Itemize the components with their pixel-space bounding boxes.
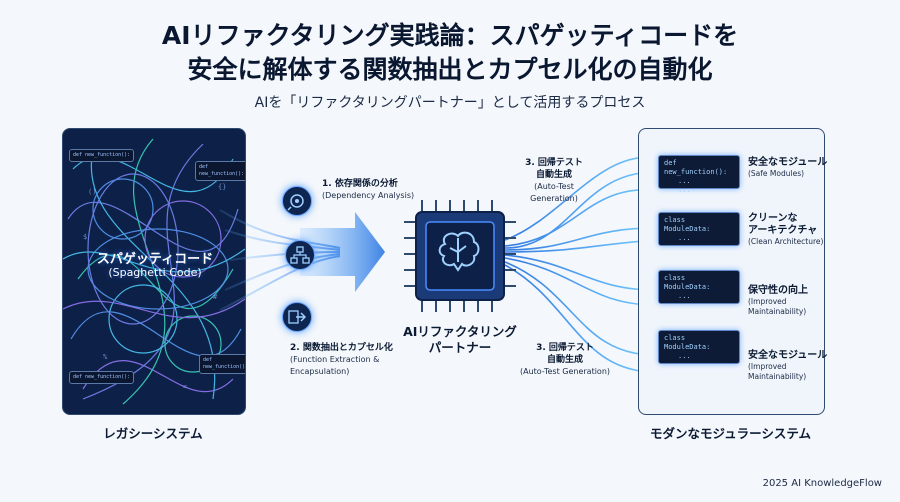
module-card: class ModuleData: ... [658, 212, 740, 246]
module-card: class ModuleData: ... [658, 330, 740, 364]
modern-system-label: モダンなモジュラーシステム [649, 426, 811, 441]
svg-text:%: % [103, 353, 108, 361]
extraction-icon [282, 302, 312, 332]
code-snippet: def new_function(): [69, 149, 135, 162]
step-dependency-analysis: 1. 依存関係の分析 (Dependency Analysis) [322, 179, 415, 200]
step-function-extraction: 2. 関数抽出とカプセル化 (Function Extraction & Enc… [290, 343, 393, 376]
spaghetti-code-sublabel: (Spaghetti Code) [108, 266, 202, 279]
svg-text:#: # [213, 293, 218, 301]
spaghetti-code-label: スパゲッティコード [96, 252, 214, 267]
ai-chip [404, 200, 516, 312]
module-description: 安全なモジュール (Improved Maintainability) [748, 350, 828, 381]
subtitle: AIを「リファクタリングパートナー」として活用するプロセス [254, 95, 646, 111]
legacy-system-label: レガシーシステム [103, 426, 203, 441]
svg-text:=: = [183, 383, 187, 391]
code-snippet: def new_function(): [199, 354, 245, 374]
module-card: def new_function(): ... ... [658, 155, 740, 194]
legacy-system-panel: $ #% {} () = def new_function(): def new_fu… [62, 128, 246, 415]
module-card: class ModuleData: ... [658, 270, 740, 304]
module-description: 安全なモジュール (Safe Modules) [748, 157, 828, 178]
step-auto-test-bottom: 3. 回帰テスト 自動生成 (Auto-Test Generation) [519, 343, 611, 376]
svg-text:(): () [88, 188, 96, 196]
svg-text:$: $ [83, 233, 87, 241]
hierarchy-icon [285, 240, 315, 270]
code-snippet: def new_function(): [195, 161, 245, 181]
ai-refactoring-partner-label: AIリファクタリング パートナー [403, 324, 517, 355]
spaghetti-lines: $ #% {} () = [63, 138, 245, 405]
footer-credit: 2025 AI KnowledgeFlow [762, 478, 882, 489]
step-auto-test-top: 3. 回帰テスト 自動生成 (Auto-Test Generation) [525, 158, 583, 203]
module-description: 保守性の向上 (Improved Maintainability) [748, 285, 808, 316]
title-line-1: AIリファクタリング実践論：スパゲッティコードを [161, 21, 739, 50]
svg-text:{}: {} [218, 183, 226, 191]
module-description: クリーンな アーキテクチャ (Clean Architecture) [748, 213, 824, 246]
title-line-2: 安全に解体する関数抽出とカプセル化の自動化 [187, 55, 713, 84]
dependency-analysis-icon [282, 186, 312, 216]
code-snippet: def new_function(): [69, 371, 135, 384]
